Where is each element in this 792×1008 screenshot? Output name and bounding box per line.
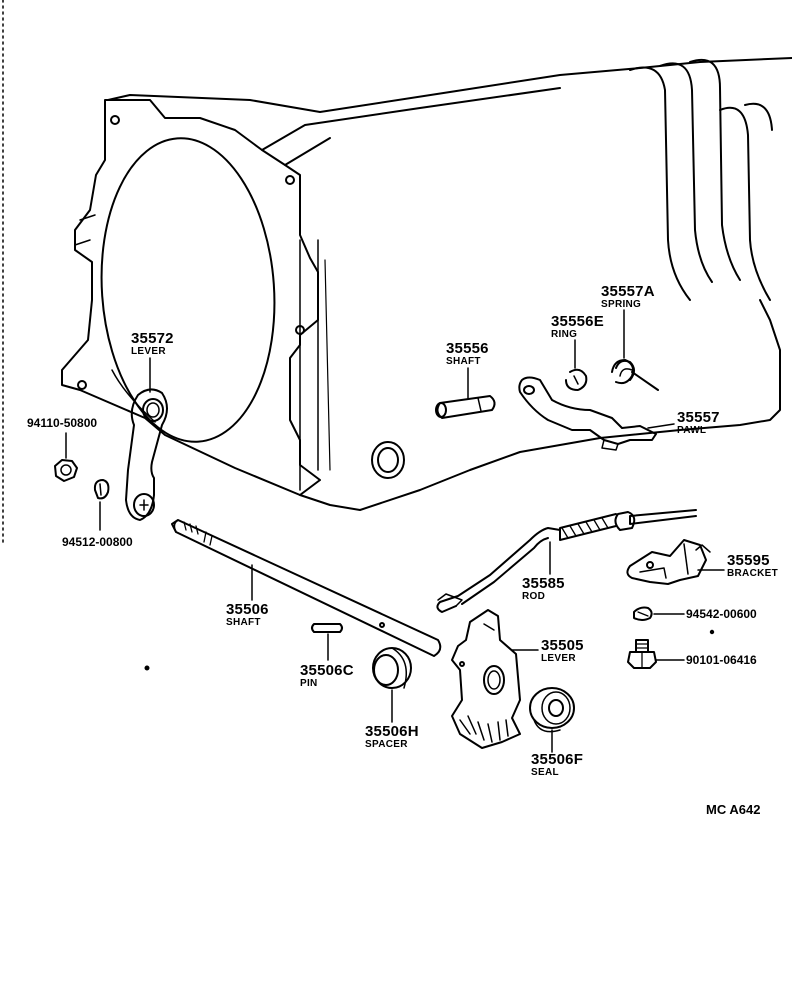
seal-35506F xyxy=(529,687,575,733)
callout-94110-50800: 94110-50800 xyxy=(27,416,98,430)
part-name: PIN xyxy=(300,678,318,689)
part-name: SEAL xyxy=(531,767,559,778)
ring-35556E xyxy=(565,368,588,391)
callout-90101-06416: 90101-06416 xyxy=(686,653,757,667)
callout-35556E: 35556E RING xyxy=(551,314,604,340)
part-number: 35506H xyxy=(365,723,419,740)
callout-94542-00600: 94542-00600 xyxy=(686,607,757,621)
bracket-35595 xyxy=(626,539,711,585)
callout-35572: 35572 LEVER xyxy=(131,331,174,357)
part-name: SPACER xyxy=(365,739,408,750)
part-number: 35506C xyxy=(300,662,354,679)
lever-35572 xyxy=(125,388,168,521)
part-number: 35595 xyxy=(727,552,770,569)
part-number: 35572 xyxy=(131,330,174,347)
part-number: 35557 xyxy=(677,409,720,426)
washer-94512-00800 xyxy=(93,479,110,500)
transmission-case xyxy=(61,57,792,511)
shaft-35506 xyxy=(171,519,442,657)
part-number: 35556 xyxy=(446,340,489,357)
stray-dot xyxy=(144,665,150,671)
part-number: 35505 xyxy=(541,637,584,654)
illustration-code: MC A642 xyxy=(706,802,761,817)
stray-dot xyxy=(709,629,715,635)
callout-35585: 35585 ROD xyxy=(522,576,565,602)
leader-35557 xyxy=(647,423,675,429)
part-name: RING xyxy=(551,329,578,340)
part-name: SPRING xyxy=(601,299,642,310)
shaft-35556 xyxy=(435,395,496,419)
callout-35505: 35505 LEVER xyxy=(541,638,584,664)
part-name: ROD xyxy=(522,591,546,602)
spring-35557A xyxy=(611,359,659,391)
callout-35506F: 35506F SEAL xyxy=(531,752,583,778)
rod-35585 xyxy=(436,509,697,613)
callout-35557: 35557 PAWL xyxy=(677,410,720,436)
part-name: SHAFT xyxy=(226,617,261,628)
part-name: PAWL xyxy=(677,425,707,436)
pin-35506C xyxy=(311,623,343,633)
part-number: 35556E xyxy=(551,313,604,330)
callout-35556: 35556 SHAFT xyxy=(446,341,489,367)
washer-94542-00600 xyxy=(633,606,653,621)
part-number: 35506 xyxy=(226,601,269,618)
callout-35595: 35595 BRACKET xyxy=(727,553,778,579)
bolt-90101-06416 xyxy=(627,639,657,669)
nut-94110-50800 xyxy=(54,459,78,482)
part-name: SHAFT xyxy=(446,356,481,367)
callout-35506C: 35506C PIN xyxy=(300,663,354,689)
callout-94512-00800: 94512-00800 xyxy=(62,535,133,549)
callout-35506H: 35506H SPACER xyxy=(365,724,419,750)
lever-35505 xyxy=(451,609,521,749)
part-name: LEVER xyxy=(131,346,166,357)
part-name: LEVER xyxy=(541,653,576,664)
callout-35506: 35506 SHAFT xyxy=(226,602,269,628)
callout-35557A: 35557A SPRING xyxy=(601,284,655,310)
part-number: 35506F xyxy=(531,751,584,768)
part-number: 35557A xyxy=(601,283,655,300)
part-number: 35585 xyxy=(522,575,565,592)
part-name: BRACKET xyxy=(727,568,778,579)
pawl-35557 xyxy=(518,376,657,451)
spacer-35506H xyxy=(372,647,412,689)
